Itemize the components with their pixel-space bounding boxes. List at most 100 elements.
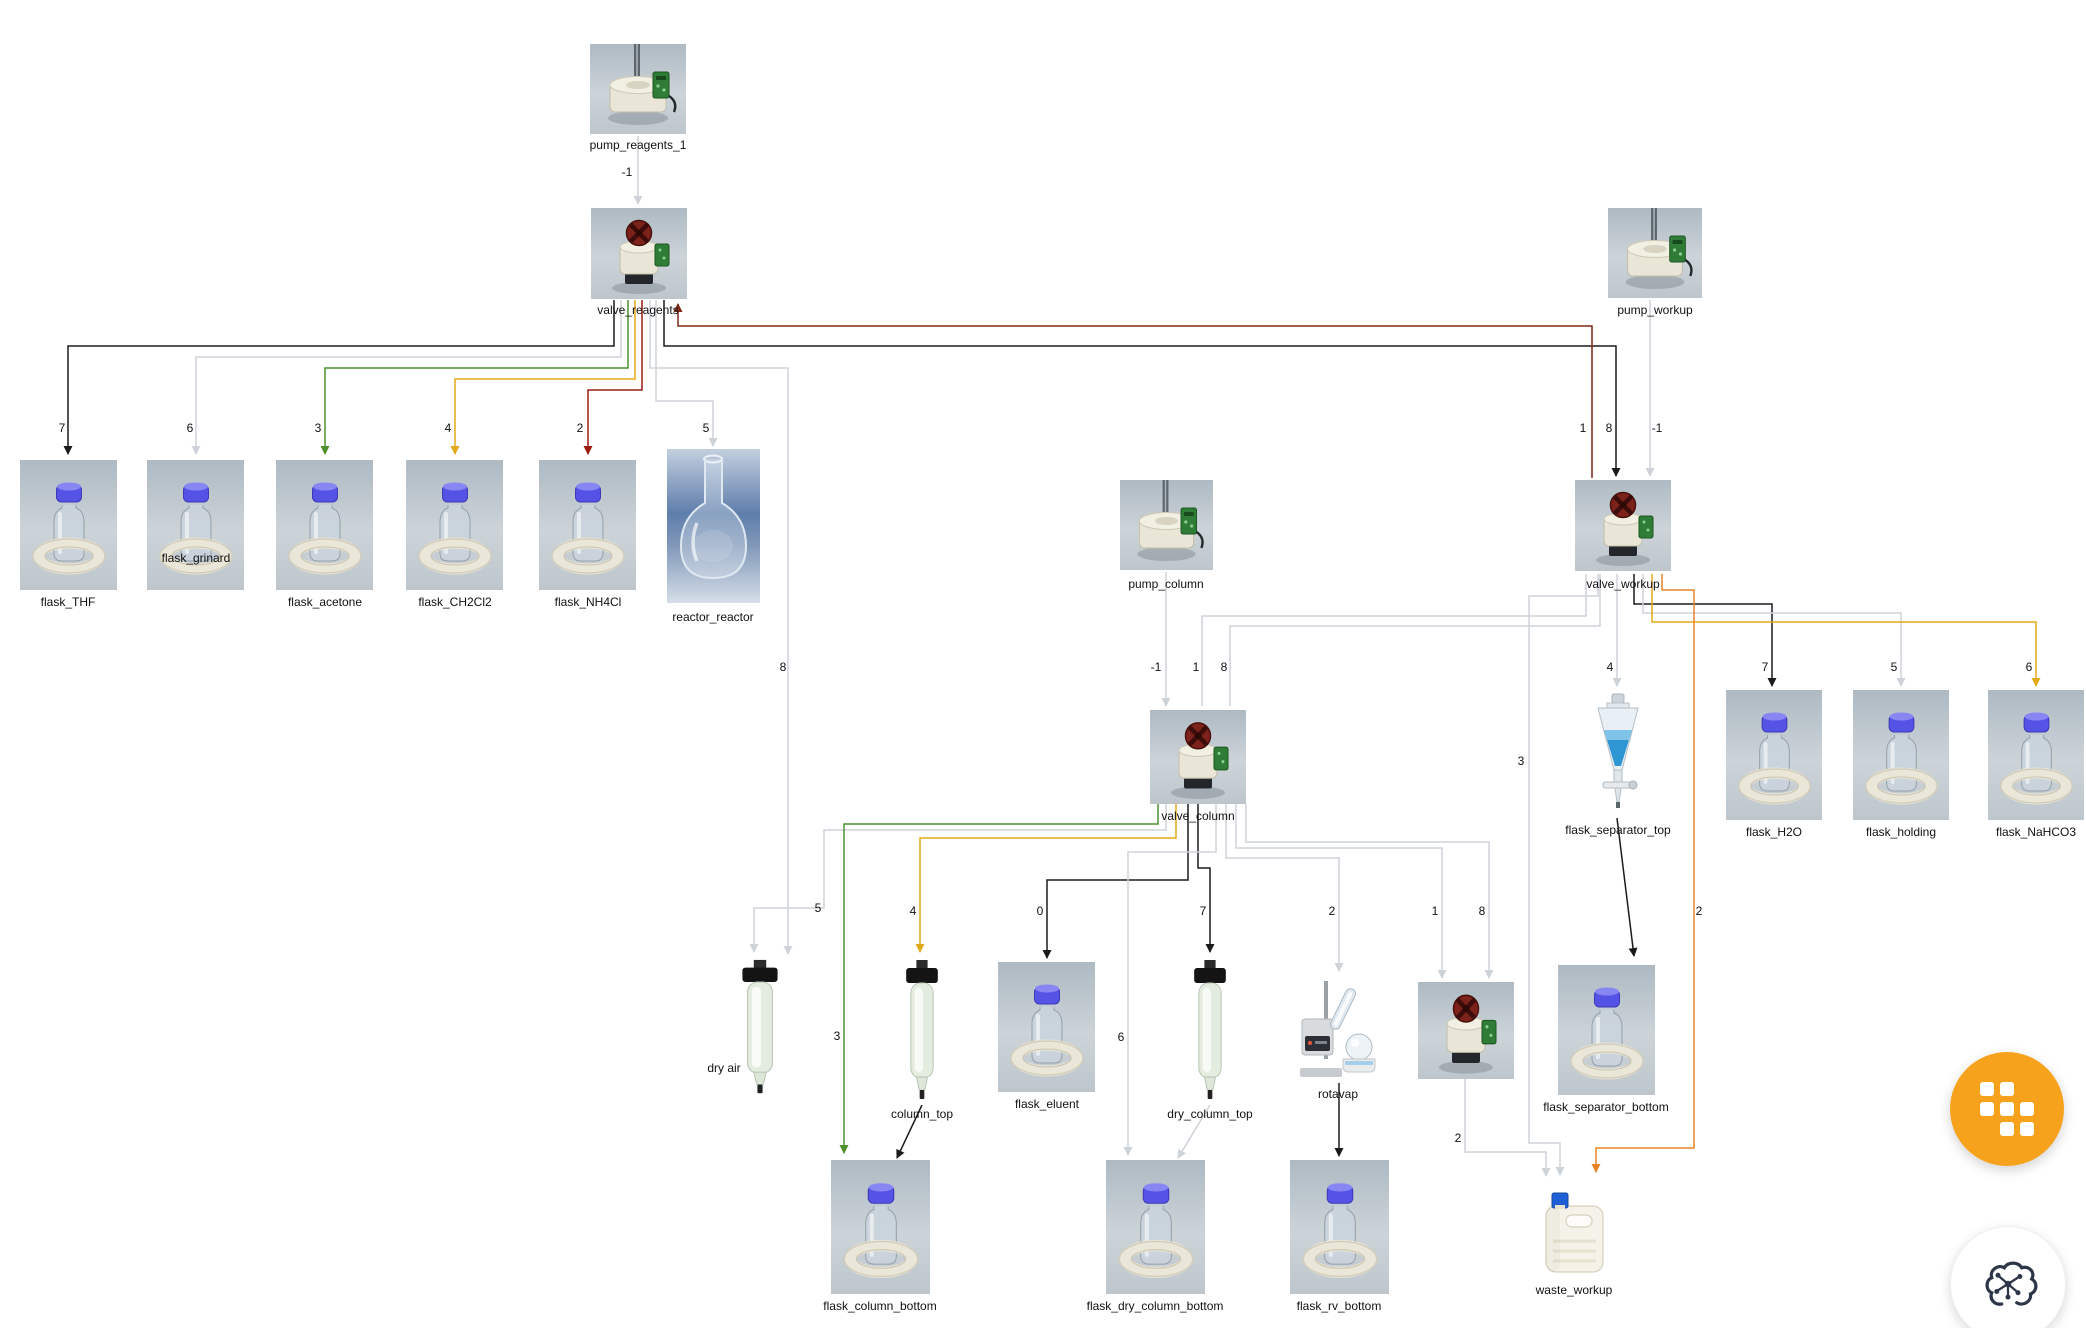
edge-valve_workup-to-waste_workup [1528,574,1599,1176]
edge-label-pump_reagents_1-to-valve_reagents: -1 [621,165,633,179]
node-reactor_reactor[interactable] [667,449,760,603]
edge-valve_reagents-to-valve_workup [663,300,1621,477]
node-flask_THF[interactable] [20,460,117,590]
node-flask_column_bottom[interactable] [831,1160,930,1294]
node-label-flask_THF: flask_THF [40,595,96,609]
edge-label-valve_reagents-to-flask_grinard: 6 [186,421,194,435]
node-valve_workup[interactable] [1575,480,1671,571]
edge-label-pump_workup-to-valve_workup: -1 [1651,421,1663,435]
node-label-flask_separator_top: flask_separator_top [1565,823,1671,837]
edge-label-pump_column-to-valve_column: -1 [1150,660,1162,674]
node-label-flask_CH2Cl2: flask_CH2Cl2 [418,595,492,609]
node-valve_column[interactable] [1150,710,1246,804]
edge-label-valve_column-to-valve_workup: 1 [1192,660,1200,674]
edge-valve_reagents-to-reactor_reactor [655,300,718,447]
edge-label-valve_reagents-to-flask_THF: 7 [58,421,66,435]
edge-valve_column-to-flask_dry_column_bottom [1123,804,1217,1156]
node-label-valve_column: valve_column [1161,809,1235,823]
node-flask_holding[interactable] [1853,690,1949,820]
node-waste_workup[interactable] [1541,1179,1608,1280]
node-label-pump_workup: pump_workup [1617,303,1693,317]
edge-dry_column_top-to-flask_dry_column_bottom [1177,1104,1211,1159]
flask-icon [1865,712,1938,805]
node-valve_unlabeled[interactable] [1418,982,1514,1079]
node-flask_eluent[interactable] [998,962,1095,1092]
rotavap-icon [1300,981,1376,1077]
edge-column_top-to-flask_column_bottom [896,1104,923,1159]
edge-valve_reagents-to-flask_CH2Cl2 [450,300,636,455]
node-flask_CH2Cl2[interactable] [406,460,503,590]
flask-icon [551,482,625,575]
flask-icon [159,482,233,575]
valve-icon [612,219,670,294]
edge-label-valve_column-to-flask_eluent: 0 [1036,904,1044,918]
edge-flask_separator_top-to-flask_separator_bottom [1616,817,1638,957]
node-label-flask_grinard: flask_grinard [161,551,231,565]
column-icon [742,959,778,1094]
node-flask_dry_column_bottom[interactable] [1106,1160,1205,1294]
jerrycan-icon [1545,1192,1604,1273]
flask-icon [1738,712,1811,805]
edge-label-valve_unlabeled-to-waste_workup: 2 [1454,1131,1462,1145]
valve-icon [1439,994,1497,1074]
reactor-icon [679,454,748,580]
pump-icon [1137,480,1204,561]
flask-icon [1302,1183,1378,1279]
node-flask_NaHCO3[interactable] [1988,690,2084,820]
edge-valve_reagents-to-flask_THF [63,300,615,455]
node-flask_H2O[interactable] [1726,690,1822,820]
edge-label-valve_workup-to-flask_H2O: 7 [1761,660,1769,674]
brain-circuit-icon [1985,1261,2038,1306]
edge-label-valve_column-to-valve_unlabeled: 8 [1478,904,1486,918]
edge-valve_workup-to-flask_holding [1642,574,1906,687]
edge-label-valve_reagents-to-dry_air: 8 [779,660,787,674]
edge-label-valve_workup-to-waste_workup: 3 [1517,754,1525,768]
node-flask_grinard[interactable] [147,460,244,590]
node-flask_acetone[interactable] [276,460,373,590]
flask-icon [288,482,362,575]
pump-icon [608,44,677,125]
node-rotavap[interactable] [1297,975,1380,1083]
edge-label-valve_column-to-rotavap: 2 [1328,904,1336,918]
edge-label-valve_reagents-to-flask_acetone: 3 [314,421,322,435]
node-dry_column_top[interactable] [1183,958,1237,1105]
edge-label-valve_workup-to-flask_holding: 5 [1890,660,1898,674]
edge-label-valve_reagents-to-reactor_reactor: 5 [702,421,710,435]
edge-valve_column-to-rotavap [1225,804,1344,972]
edge-valve_workup-to-flask_H2O [1633,574,1777,687]
node-column_top[interactable] [895,958,949,1105]
node-pump_reagents_1[interactable] [590,44,686,134]
node-pump_column[interactable] [1120,480,1213,570]
edge-valve_workup-to-valve_reagents [673,303,1593,478]
node-label-pump_column: pump_column [1128,577,1204,591]
edge-label-valve_column-to-dry_column_top: 7 [1199,904,1207,918]
column-icon [1194,960,1226,1099]
node-flask_separator_bottom[interactable] [1558,965,1655,1095]
node-flask_NH4Cl[interactable] [539,460,636,590]
node-label-pump_reagents_1: pump_reagents_1 [589,138,687,152]
ai-assistant-fab-button[interactable] [1950,1226,2066,1328]
apps-fab-button[interactable] [1950,1052,2064,1166]
node-flask_separator_top[interactable] [1581,690,1655,818]
node-label-dry_air: dry air [707,1061,741,1075]
edge-label-valve_column-to-valve_workup: 8 [1220,660,1228,674]
edge-label-valve_reagents-to-flask_NH4Cl: 2 [576,421,584,435]
edge-label-valve_column-to-flask_column_bottom: 3 [833,1029,841,1043]
node-valve_reagents[interactable] [591,208,687,299]
edge-label-valve_workup-to-waste_workup: 2 [1695,904,1703,918]
edge-valve_column-to-flask_eluent [1042,804,1189,959]
node-label-valve_workup: valve_workup [1586,577,1660,591]
node-dry_air[interactable] [730,958,790,1099]
pump-icon [1625,208,1693,289]
node-label-flask_dry_column_bottom: flask_dry_column_bottom [1086,1299,1224,1313]
node-label-flask_separator_bottom: flask_separator_bottom [1543,1100,1669,1114]
edge-valve_column-to-valve_workup [1201,574,1587,706]
node-flask_rv_bottom[interactable] [1290,1160,1389,1294]
flask-icon [1570,987,1644,1080]
edge-valve_column-to-flask_column_bottom [839,804,1159,1154]
node-pump_workup[interactable] [1608,208,1702,298]
edge-valve_column-to-column_top [915,804,1177,953]
edge-valve_workup-to-flask_NaHCO3 [1651,574,2041,687]
